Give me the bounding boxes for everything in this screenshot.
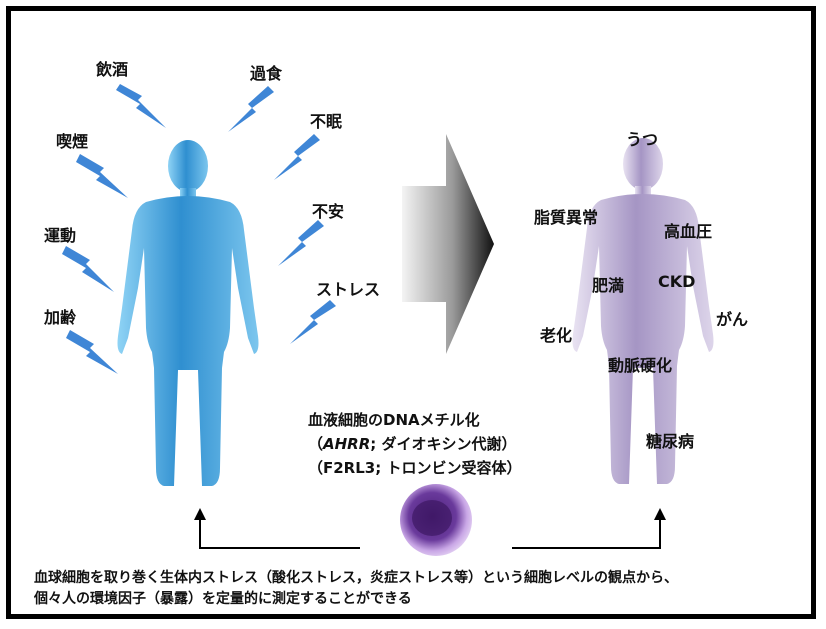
outcome-label: 高血圧: [664, 222, 713, 241]
transition-arrow: [402, 134, 494, 354]
bolt-icon: [278, 220, 324, 266]
bottom-line-2: 個々人の環境因子（暴露）を定量的に測定することができる: [34, 591, 412, 607]
left-body-figure: [117, 140, 259, 486]
feedback-lines: [199, 516, 661, 549]
stressor-label: 不安: [312, 202, 345, 221]
stressor-label: 過食: [250, 64, 283, 83]
outcome-label: 糖尿病: [646, 432, 695, 451]
bottom-description: 血球細胞を取り巻く生体内ストレス（酸化ストレス，炎症ストレス等）という細胞レベル…: [34, 568, 678, 610]
outcome-label: 老化: [540, 326, 573, 345]
outcome-label: 動脈硬化: [608, 356, 673, 375]
caption-line-3: （F2RL3; トロンビン受容体）: [308, 459, 522, 477]
up-arrowhead-left: [194, 508, 206, 520]
bolt-icon: [116, 84, 166, 128]
bolt-icon: [76, 154, 128, 198]
outcome-label: 肥満: [592, 276, 625, 295]
bolt-icon: [228, 86, 274, 132]
up-arrowhead-right: [654, 508, 666, 520]
methylation-caption: 血液細胞のDNAメチル化 （AHRR; ダイオキシン代謝） （F2RL3; トロ…: [308, 408, 521, 480]
bolt-icon: [62, 246, 114, 292]
stressor-label: 加齢: [44, 308, 77, 327]
outcome-label: がん: [716, 310, 749, 329]
bolt-icon: [274, 134, 320, 180]
bottom-line-1: 血球細胞を取り巻く生体内ストレス（酸化ストレス，炎症ストレス等）という細胞レベル…: [34, 570, 678, 586]
stressor-label: 喫煙: [56, 132, 89, 151]
outcome-label: 脂質異常: [534, 208, 599, 227]
ahrr-gene: AHRR: [323, 435, 371, 453]
stressor-label: ストレス: [316, 280, 381, 299]
lightning-bolts: [62, 84, 336, 374]
outcome-label: うつ: [626, 130, 659, 149]
outcome-label: CKD: [658, 272, 696, 291]
blood-cell-nucleus: [412, 500, 452, 536]
stressor-label: 運動: [44, 226, 77, 245]
stressor-label: 飲酒: [96, 60, 129, 79]
caption-line-2: （AHRR; ダイオキシン代謝）: [308, 435, 517, 453]
bolt-icon: [66, 330, 118, 374]
caption-line-1: 血液細胞のDNAメチル化: [308, 411, 480, 429]
bolt-icon: [290, 300, 336, 344]
stressor-label: 不眠: [310, 112, 343, 131]
